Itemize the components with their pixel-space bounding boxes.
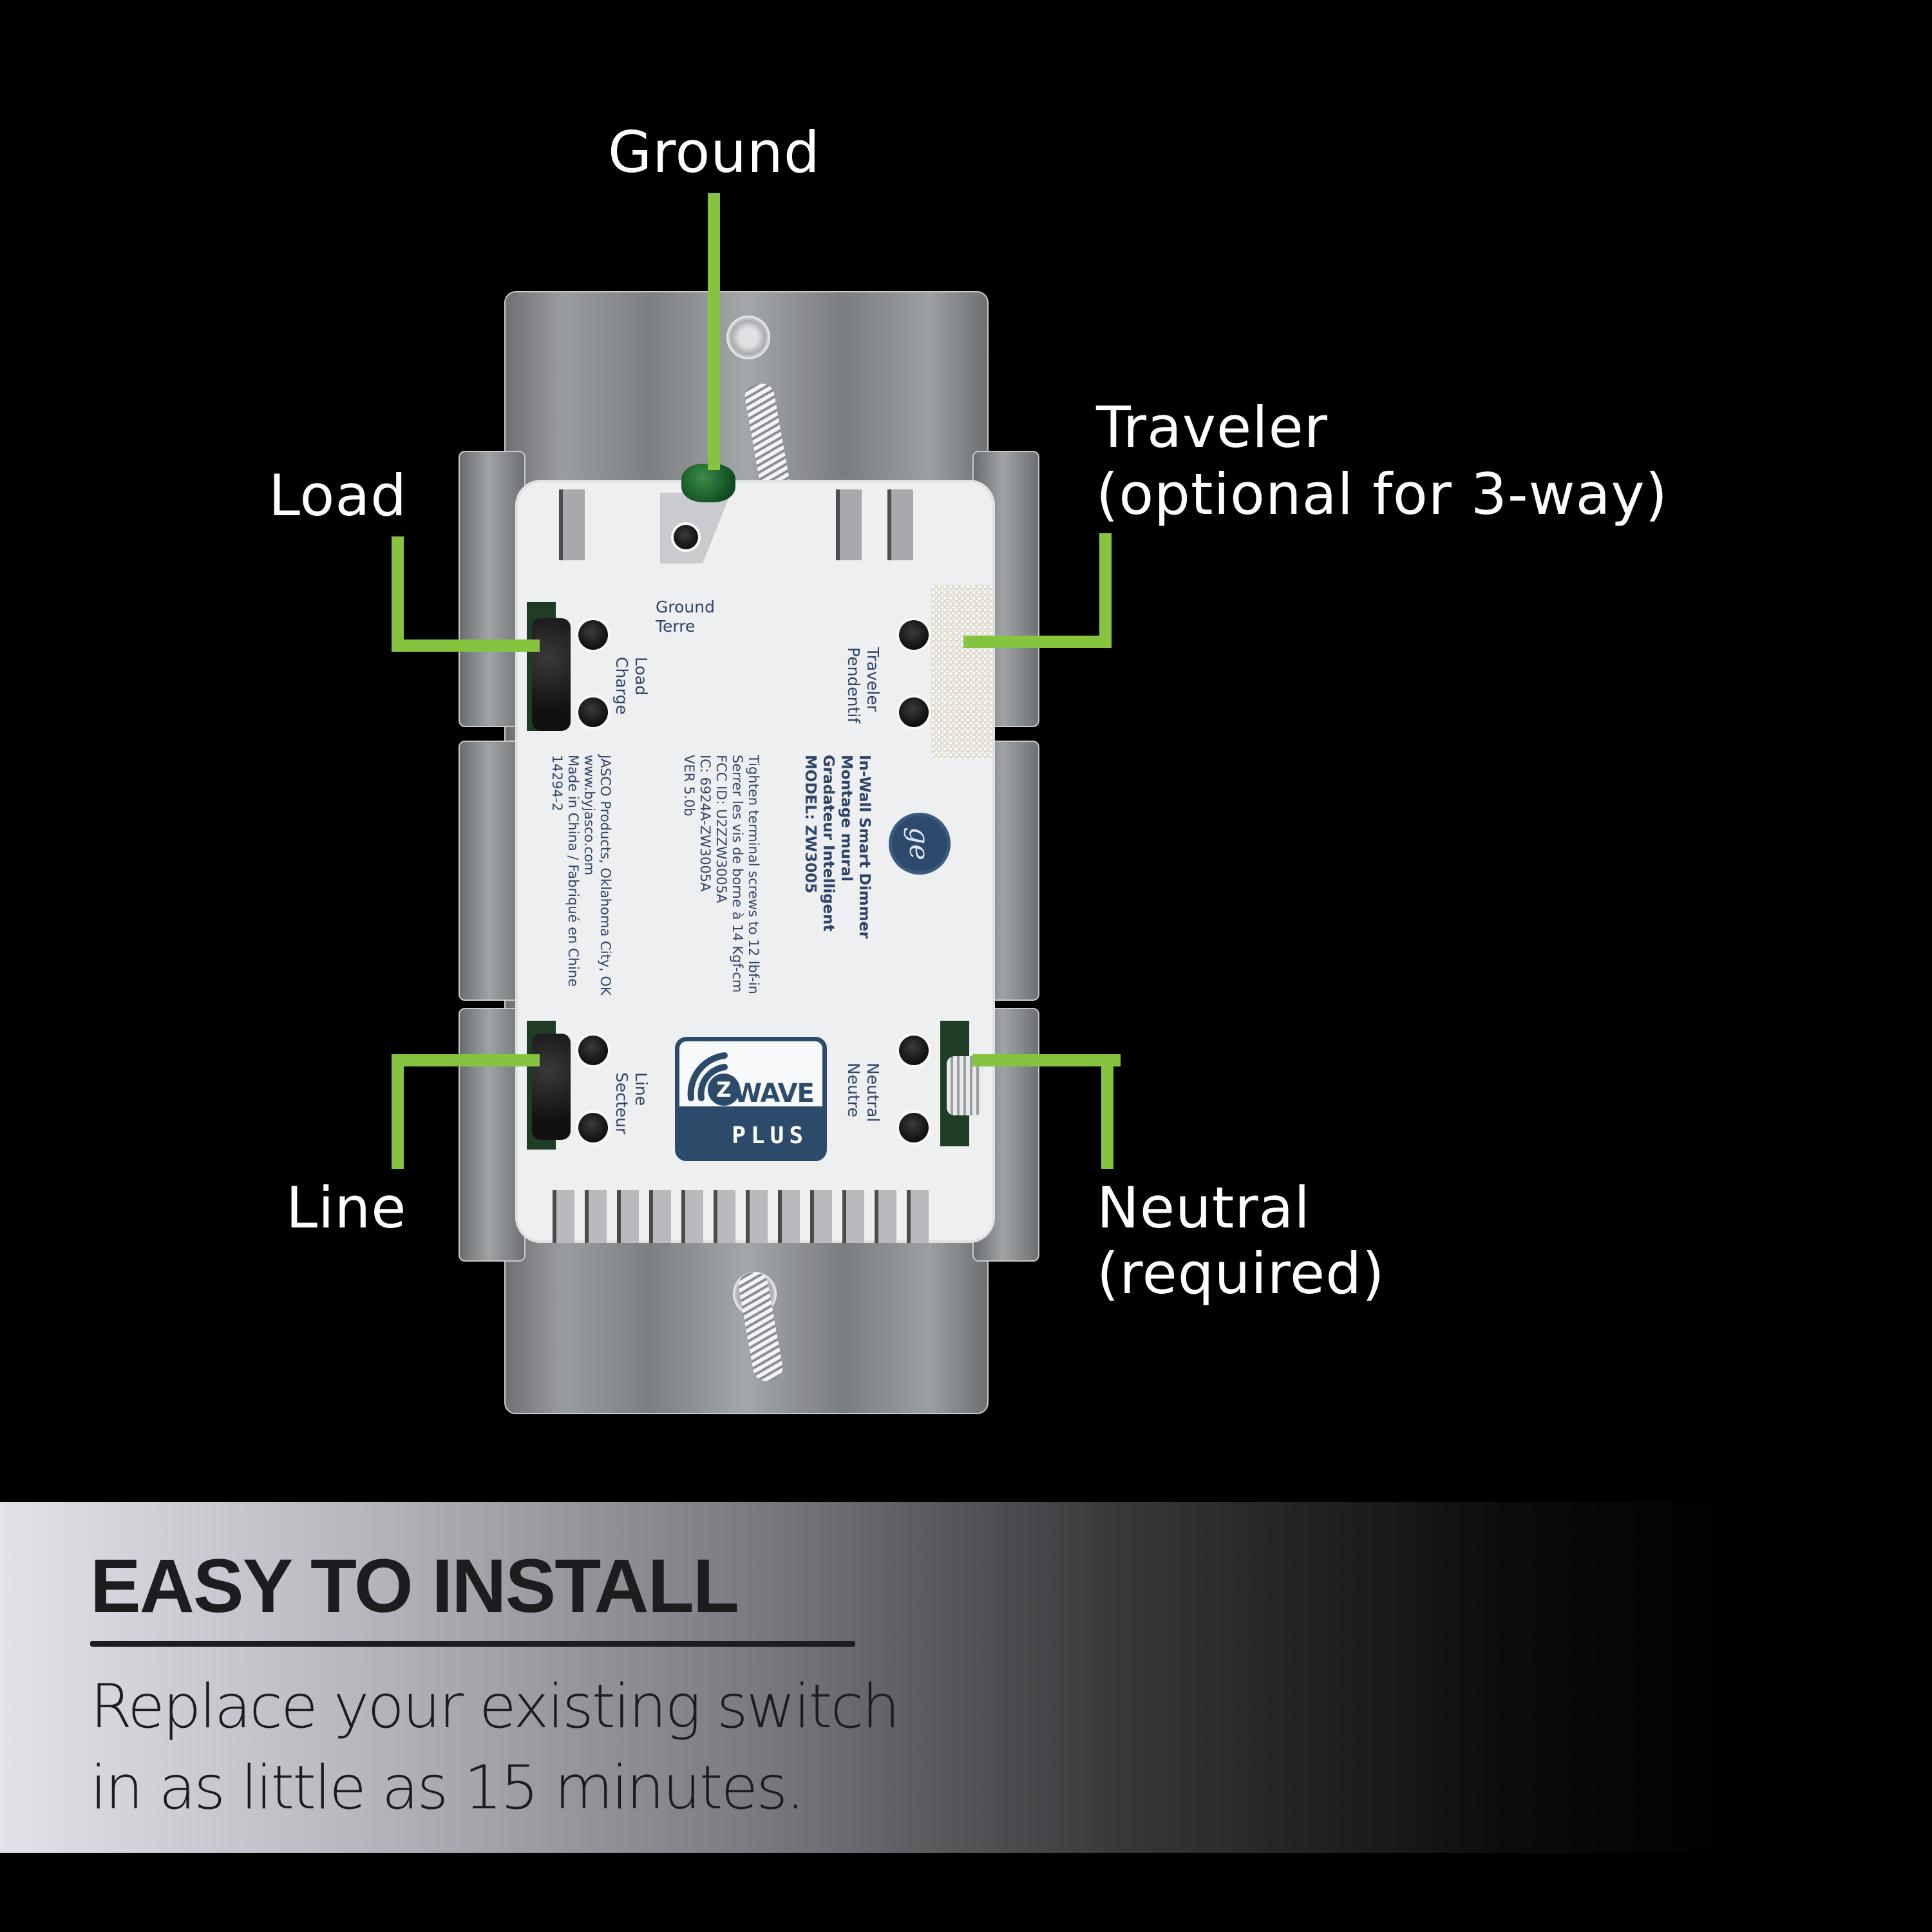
line-terminal-screw-icon[interactable] (532, 1034, 571, 1140)
zwave-wordmark: WAVE (734, 1079, 815, 1108)
vent-slot (746, 1190, 768, 1243)
vent-slot (907, 1190, 929, 1243)
callout-load: Load (269, 462, 408, 529)
callout-traveler: Traveler (1096, 394, 1328, 460)
callout-neutral-note: (required) (1097, 1240, 1385, 1307)
vent-slot (842, 1190, 864, 1243)
banner-divider (90, 1641, 855, 1647)
banner-description: Replace your existing switch in as littl… (90, 1667, 900, 1829)
device-label-traveler: Traveler Pendentif (844, 647, 882, 724)
line-terminal-hole-icon (578, 1036, 608, 1065)
zwave-signal-icon (687, 1052, 728, 1101)
banner-description-line-2: in as little as 15 minutes. (90, 1753, 805, 1823)
vent-slot (836, 489, 862, 560)
neutral-leader-line-horizontal (972, 1054, 1121, 1066)
device-label-line: Line Secteur (612, 1072, 650, 1135)
load-leader-line-vertical (392, 536, 404, 651)
product-specs: Tighten terminal screws to 12 lbf-in Ser… (681, 755, 761, 994)
strap-ear-top-left (459, 451, 526, 727)
vent-slot (553, 1190, 574, 1243)
device-label-load: Load Charge (612, 657, 650, 715)
vent-slot (887, 489, 913, 560)
zwave-plus-badge: Z WAVE PLUS (675, 1037, 827, 1161)
load-leader-line-horizontal (392, 639, 540, 652)
ge-monogram: ge (904, 827, 936, 860)
zwave-plus-text: PLUS (732, 1122, 808, 1149)
traveler-terminal-hole-icon (899, 697, 929, 727)
neutral-terminal-hole-icon (899, 1113, 929, 1142)
load-terminal-screw-icon[interactable] (532, 618, 571, 731)
manufacturer-info: JASCO Products, Oklahoma City, OK www.by… (549, 755, 613, 996)
zwave-plus-band (679, 1106, 822, 1157)
ground-leader-line (708, 193, 720, 470)
traveler-terminal-hole-icon (899, 620, 929, 650)
banner-description-line-1: Replace your existing switch (90, 1672, 900, 1742)
vent-slot (875, 1190, 896, 1243)
line-leader-line-horizontal (392, 1054, 540, 1066)
ground-screw-icon[interactable] (681, 464, 735, 502)
load-terminal-hole-icon (578, 697, 608, 727)
line-leader-line-vertical (392, 1054, 404, 1169)
vent-slot (778, 1190, 800, 1243)
load-terminal-hole-icon (578, 620, 608, 650)
callout-neutral: Neutral (1097, 1175, 1311, 1241)
vent-slot (681, 1190, 703, 1243)
product-name: In-Wall Smart Dimmer Montage mural Grada… (802, 755, 873, 939)
ge-logo-icon: ge (889, 813, 951, 875)
vent-slot (559, 489, 585, 560)
strap-mounting-hole-icon (726, 316, 770, 359)
zwave-z-icon: Z (708, 1074, 740, 1106)
callout-ground: Ground (608, 119, 820, 185)
traveler-terminal-tape (931, 585, 993, 759)
callout-traveler-note: (optional for 3-way) (1096, 461, 1668, 527)
vent-slot (649, 1190, 671, 1243)
vent-slot (617, 1190, 639, 1243)
traveler-leader-line-horizontal (963, 636, 1112, 648)
vent-slot (585, 1190, 607, 1243)
vent-slot (714, 1190, 735, 1243)
ground-terminal-hole-icon (674, 525, 698, 549)
neutral-leader-line-vertical (1101, 1054, 1113, 1169)
device-label-ground: Ground Terre (656, 598, 715, 636)
vent-slot (810, 1190, 832, 1243)
traveler-leader-line-vertical (1099, 533, 1112, 648)
device-label-neutral: Neutral Neutre (844, 1063, 882, 1122)
neutral-terminal-hole-icon (899, 1036, 929, 1065)
feature-banner (0, 1502, 1932, 1853)
line-terminal-hole-icon (578, 1113, 608, 1142)
callout-line: Line (286, 1175, 407, 1241)
banner-title: EASY TO INSTALL (90, 1544, 739, 1629)
